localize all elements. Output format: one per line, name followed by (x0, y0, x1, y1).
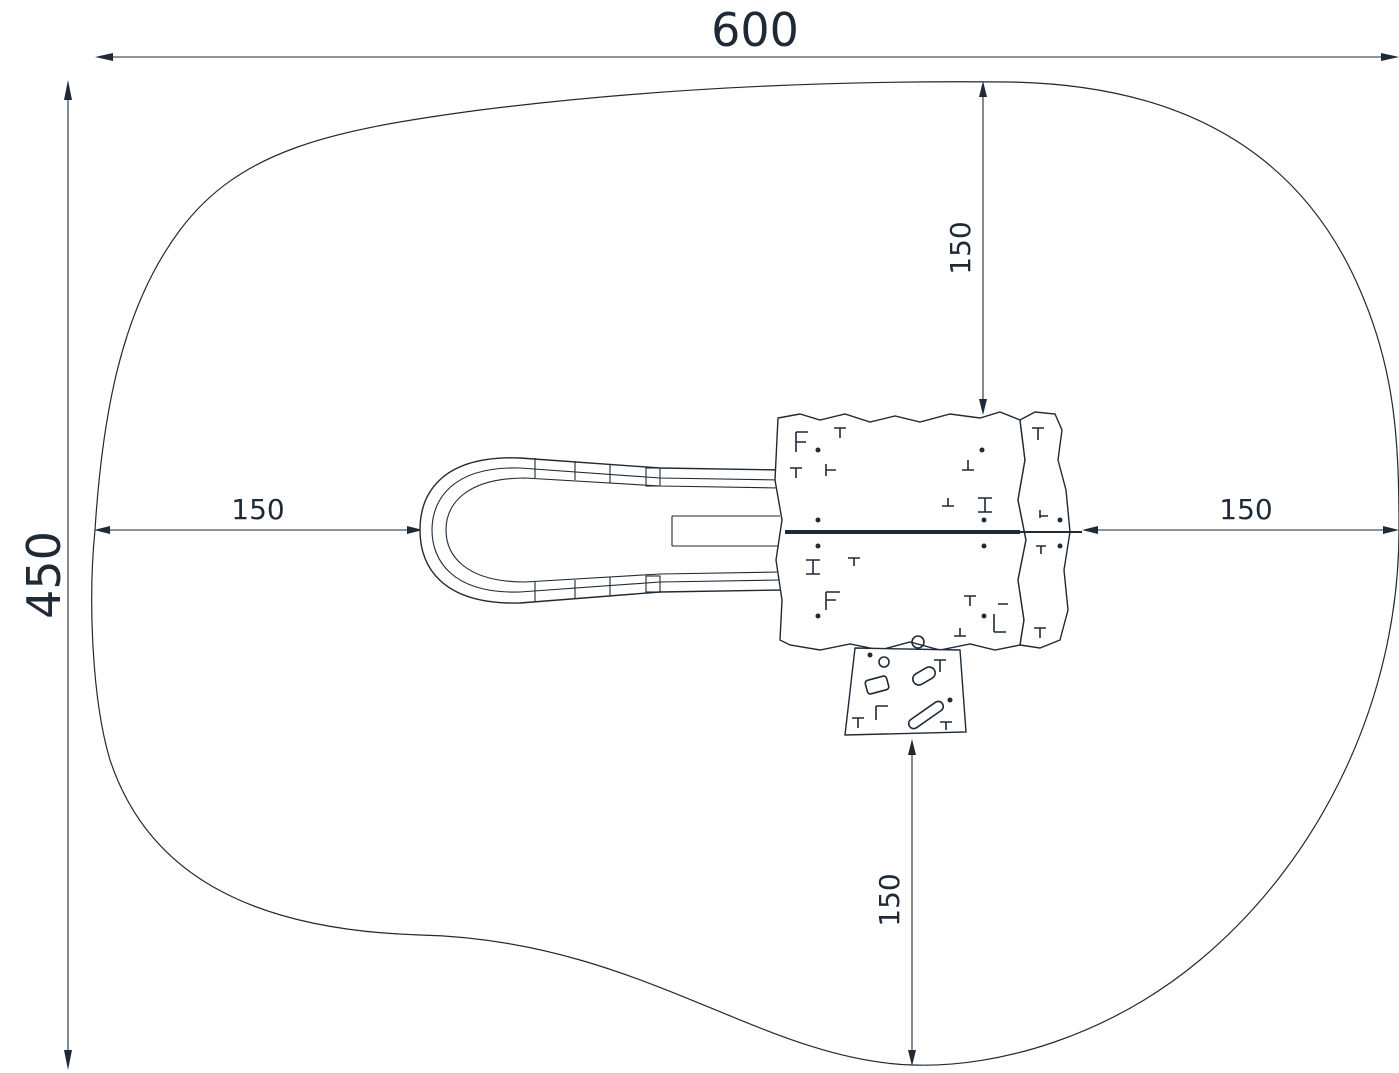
overall-height-label: 450 (17, 531, 71, 619)
left-clearance-label: 150 (231, 493, 284, 526)
safety-zone-outline (91, 81, 1399, 1066)
bottom-clearance-label: 150 (873, 873, 906, 926)
climbing-block-side (1017, 411, 1082, 649)
left-clearance-dimension: 150 (94, 493, 423, 534)
bottom-clearance-dimension: 150 (873, 739, 916, 1066)
climbing-block-main (774, 411, 1027, 651)
top-clearance-dimension: 150 (944, 81, 987, 415)
overall-width-dimension: 600 (95, 3, 1399, 61)
right-clearance-dimension: 150 (1082, 493, 1399, 534)
climbing-ramp (844, 635, 967, 736)
overall-height-dimension: 450 (17, 80, 72, 1070)
top-clearance-label: 150 (944, 221, 977, 274)
overall-width-label: 600 (711, 3, 799, 57)
right-clearance-label: 150 (1219, 493, 1272, 526)
slide-equipment (419, 457, 783, 604)
